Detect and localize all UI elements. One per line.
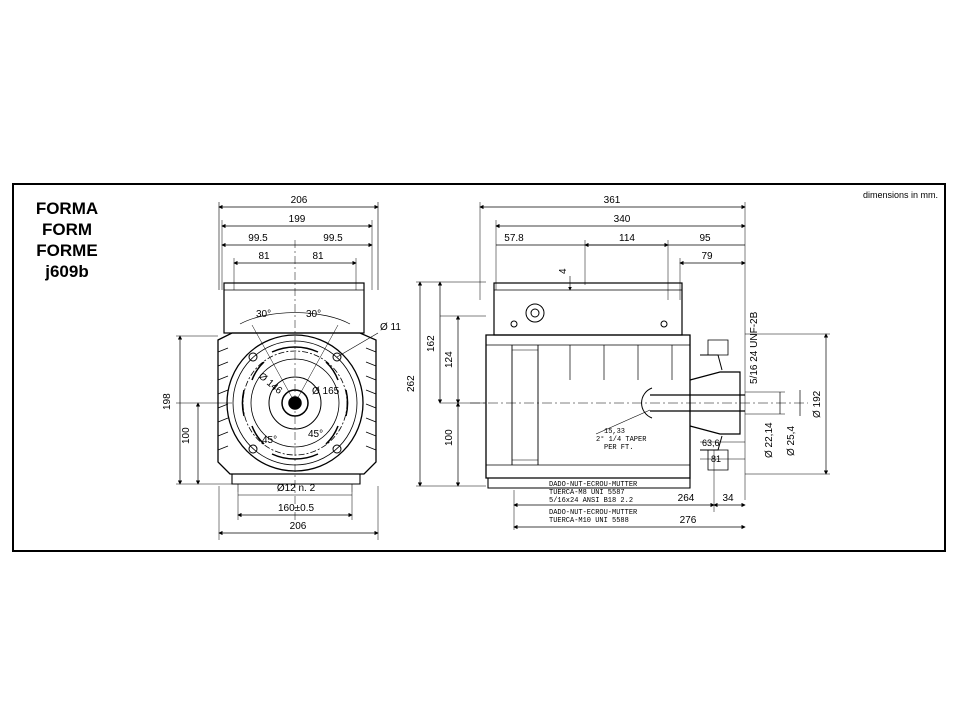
diameter-label: Ø 165 <box>312 386 340 397</box>
diameter-label: Ø 146 <box>256 371 284 397</box>
title-line: FORM <box>41 220 93 239</box>
dim-label: 361 <box>604 195 621 206</box>
dim-label: 276 <box>680 515 697 526</box>
note-text: 5/16x24 ANSI B18 2.2 <box>549 497 633 505</box>
angle-label: 45° <box>308 429 323 440</box>
diameter-label: Ø 25,4 <box>786 426 797 456</box>
dim-label: 124 <box>444 351 455 368</box>
dim-label: 206 <box>290 521 307 532</box>
dim-label: 81 <box>258 251 270 262</box>
diameter-label: Ø 11 <box>380 322 401 333</box>
dim-label: 99.5 <box>248 233 268 244</box>
angle-label: 45° <box>262 435 277 446</box>
note-text: 2° 1/4 TAPER <box>596 435 647 444</box>
dim-label: 262 <box>406 375 417 392</box>
dim-label: 199 <box>289 214 306 225</box>
dim-label: 100 <box>181 427 192 444</box>
thread-label: 5/16 24 UNF-2B <box>749 311 760 384</box>
dim-label: 100 <box>444 429 455 446</box>
dim-label: 160±0.5 <box>278 503 315 514</box>
diameter-label: Ø 22,14 <box>764 422 775 458</box>
dim-label: 264 <box>678 493 695 504</box>
dim-label: 4 <box>558 268 569 274</box>
angle-label: 30° <box>306 309 321 320</box>
dim-label: 34 <box>722 493 734 504</box>
note-text: TUERCA-M10 UNI 5588 <box>549 517 629 525</box>
dim-label: 63,6 <box>702 438 720 448</box>
dim-label: 57.8 <box>504 233 524 244</box>
dim-label: 114 <box>619 233 635 244</box>
side-view <box>416 202 830 530</box>
dim-label: 206 <box>291 195 308 206</box>
dim-label: 162 <box>426 335 437 352</box>
drawing-frame <box>12 183 946 552</box>
title-line: j609b <box>45 262 89 281</box>
side-view-notes: 15,33 2° 1/4 TAPER PER FT. DADO-NUT-ECRO… <box>549 428 647 525</box>
angle-label: 30° <box>256 309 271 320</box>
title-line: FORME <box>36 241 98 260</box>
note-text: TUERCA-M8 UNI 5587 <box>549 489 625 497</box>
units-note: dimensions in mm. <box>862 190 938 200</box>
dim-label: 79 <box>701 251 713 262</box>
form-title: FORMA FORM FORME j609b <box>22 198 112 282</box>
dim-label: 95 <box>699 233 711 244</box>
front-view <box>176 202 379 540</box>
dim-label: Ø12 n. 2 <box>277 483 316 494</box>
diameter-label: Ø 192 <box>812 390 823 418</box>
dim-label: 81 <box>312 251 324 262</box>
title-line: FORMA <box>35 199 99 218</box>
dim-label: 198 <box>162 393 173 410</box>
note-text: 15,33 <box>604 428 625 436</box>
note-text: DADO-NUT-ECROU-MUTTER <box>549 481 638 489</box>
side-view-labels: 361 340 57.8 114 95 79 4 262 162 124 100… <box>406 195 823 526</box>
dim-label: 99.5 <box>323 233 343 244</box>
note-text: DADO-NUT-ECROU-MUTTER <box>549 509 638 517</box>
dim-label: 81 <box>711 454 721 464</box>
dim-label: 340 <box>614 214 631 225</box>
note-text: PER FT. <box>604 444 633 452</box>
